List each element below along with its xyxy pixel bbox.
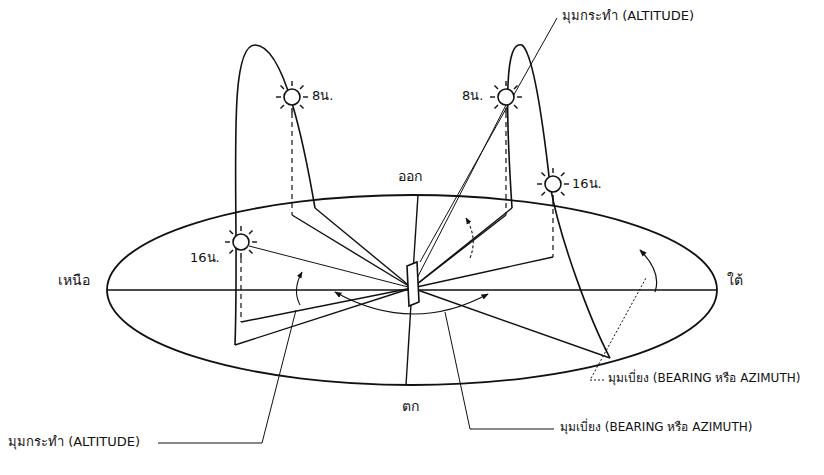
- direction-label: ออก: [398, 168, 422, 185]
- callout-text: มุมกระทำ (ALTITUDE): [8, 434, 140, 450]
- callout-text: มุมเบี่ยง (BEARING หรือ AZIMUTH): [608, 371, 800, 385]
- callout-text: มุมกระทำ (ALTITUDE): [562, 8, 694, 24]
- direction-label: ตก: [402, 398, 419, 415]
- callout-text: มุมเบี่ยง (BEARING หรือ AZIMUTH): [560, 420, 752, 434]
- direction-label: ใต้: [727, 272, 743, 289]
- time-label: 8น.: [312, 88, 333, 104]
- direction-label: เหนือ: [58, 272, 90, 289]
- time-label: 16น.: [572, 176, 602, 192]
- time-label: 16น.: [190, 250, 220, 266]
- time-label: 8น.: [462, 88, 483, 104]
